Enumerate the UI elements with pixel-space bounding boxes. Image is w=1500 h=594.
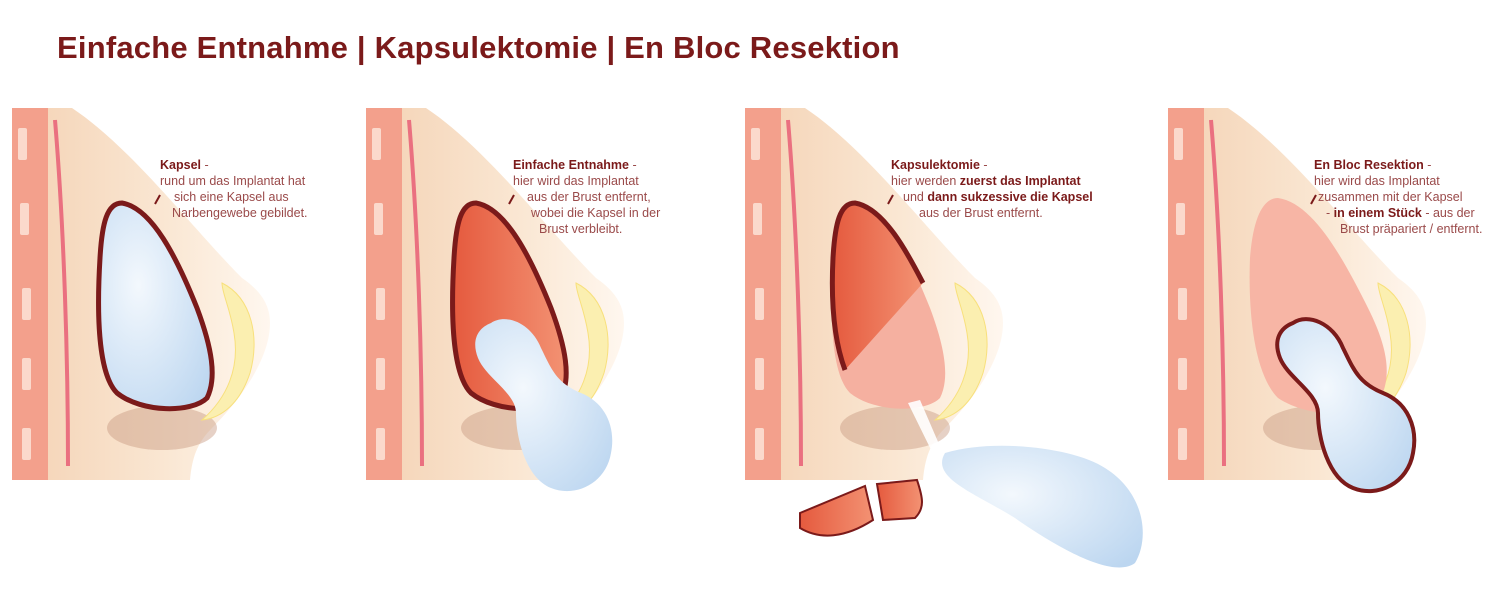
page-title: Einfache Entnahme | Kapsulektomie | En B… bbox=[57, 30, 900, 65]
simple-removal-heading: Einfache Entnahme bbox=[513, 158, 629, 172]
en-bloc-heading: En Bloc Resektion bbox=[1314, 158, 1424, 172]
label-capsule: Kapsel - rund um das Implantat hat sich … bbox=[160, 158, 308, 220]
panel-simple-removal-diagram bbox=[364, 106, 626, 492]
capsule-heading: Kapsel bbox=[160, 158, 201, 172]
label-en-bloc: En Bloc Resektion - hier wird das Implan… bbox=[1314, 158, 1483, 236]
panel-capsulectomy-diagram bbox=[743, 106, 1143, 568]
pointer-line bbox=[154, 194, 161, 205]
capsulectomy-heading: Kapsulektomie bbox=[891, 158, 980, 172]
label-capsulectomy: Kapsulektomie - hier werden zuerst das I… bbox=[891, 158, 1093, 220]
panel-capsule-diagram bbox=[10, 106, 272, 482]
label-simple-removal: Einfache Entnahme - hier wird das Implan… bbox=[513, 158, 661, 236]
panel-en-bloc-diagram bbox=[1166, 106, 1428, 494]
